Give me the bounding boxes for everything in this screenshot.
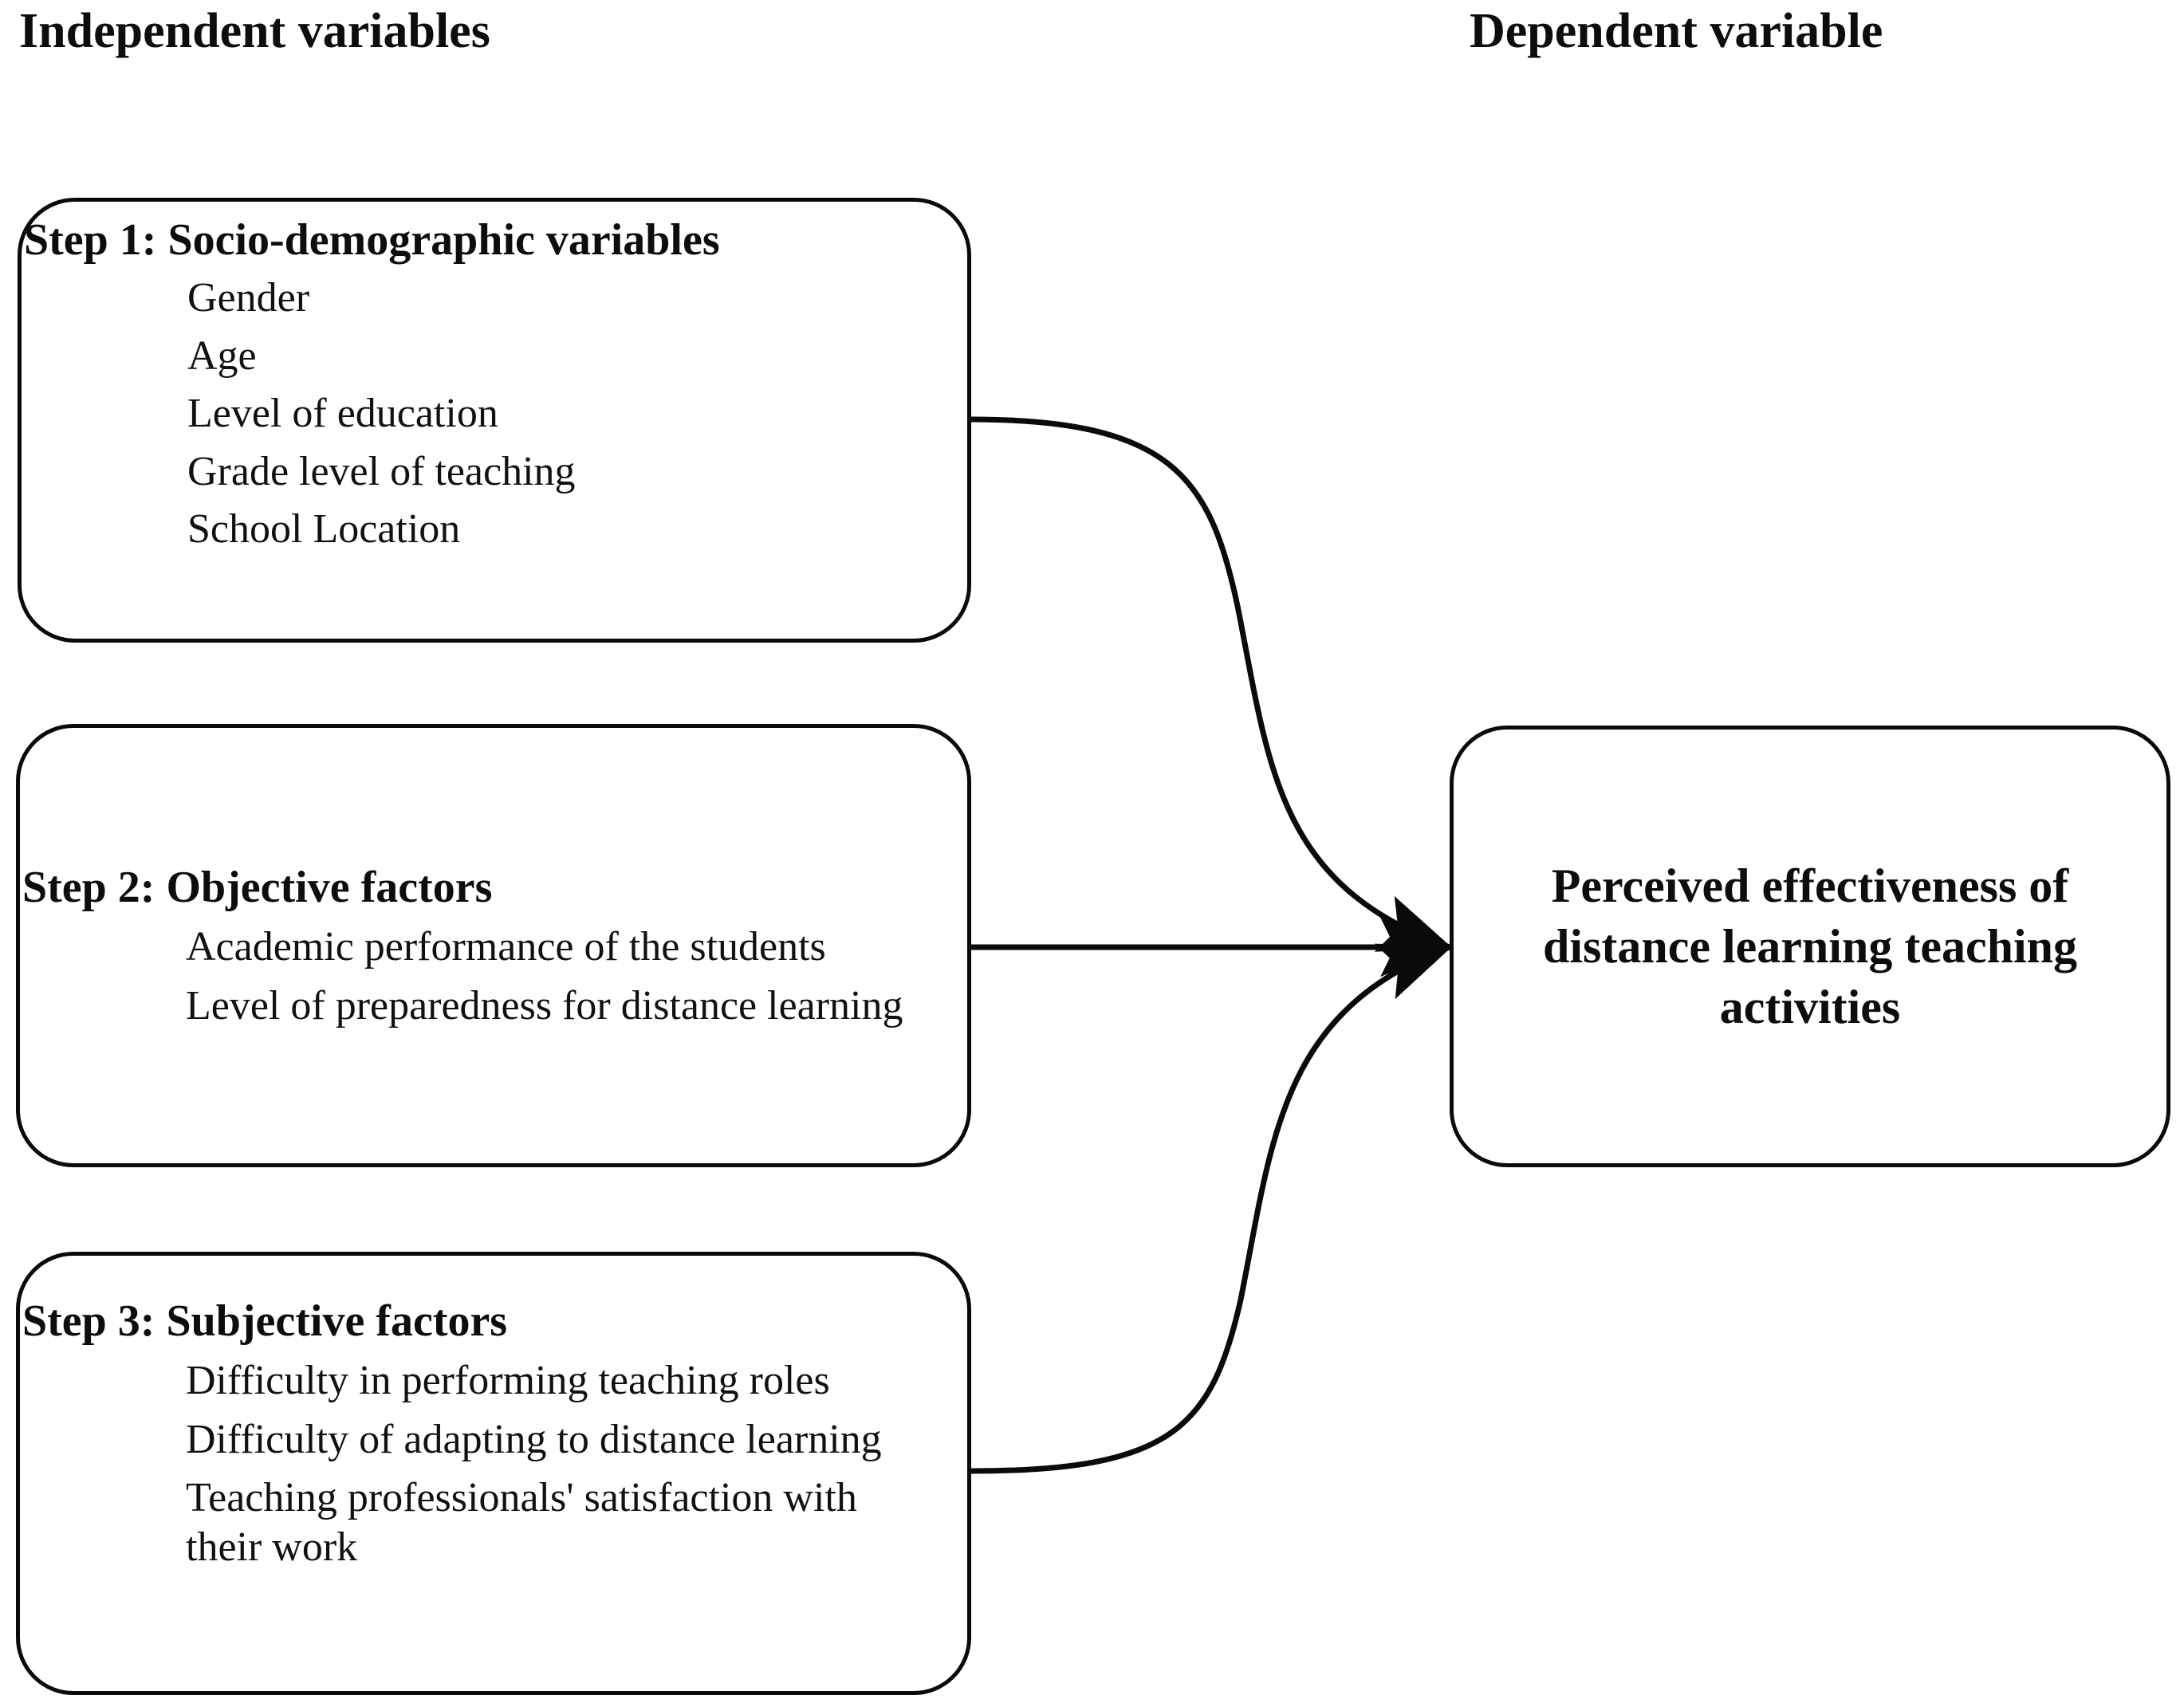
box-step-2[interactable]: Step 2: Objective factors Academic perfo… (16, 724, 971, 1167)
box-step-2-title: Step 2: Objective factors (22, 863, 493, 912)
box-step-2-content: Step 2: Objective factors Academic perfo… (20, 863, 967, 1040)
list-item: Academic performance of the students (186, 924, 826, 970)
connector-step1-to-dependent (970, 416, 1453, 952)
box-step-1[interactable]: Step 1: Socio-demographic variables Gend… (18, 198, 971, 643)
box-dependent-variable[interactable]: Perceived effectiveness of distance lear… (1450, 726, 2170, 1167)
box-step-3-list: Difficulty in performing teaching roles … (20, 1345, 967, 1571)
box-step-1-title: Step 1: Socio-demographic variables (24, 215, 720, 265)
list-item: Level of preparedness for distance learn… (186, 982, 903, 1029)
column-header-independent: Independent variables (19, 4, 490, 58)
list-item: Difficulty of adapting to distance learn… (186, 1416, 882, 1462)
list-item: Difficulty in performing teaching roles (186, 1358, 830, 1404)
list-item: Teaching professionals' satisfaction wit… (186, 1475, 857, 1570)
box-step-3[interactable]: Step 3: Subjective factors Difficulty in… (16, 1252, 971, 1695)
list-item: Grade level of teaching (187, 448, 576, 494)
box-dependent-variable-title: Perceived effectiveness of distance lear… (1543, 859, 2077, 1034)
box-step-3-content: Step 3: Subjective factors Difficulty in… (20, 1297, 967, 1581)
column-header-dependent: Dependent variable (1470, 4, 1883, 58)
box-step-1-content: Step 1: Socio-demographic variables Gend… (22, 216, 967, 562)
box-step-1-list: Gender Age Level of education Grade leve… (22, 264, 967, 553)
connector-step3-to-dependent (970, 943, 1453, 1474)
list-item: Age (187, 332, 257, 379)
list-item: Gender (187, 275, 310, 321)
box-step-3-title: Step 3: Subjective factors (22, 1296, 508, 1346)
box-step-2-list: Academic performance of the students Lev… (20, 911, 967, 1030)
list-item: Level of education (187, 391, 498, 437)
list-item: School Location (187, 505, 461, 552)
